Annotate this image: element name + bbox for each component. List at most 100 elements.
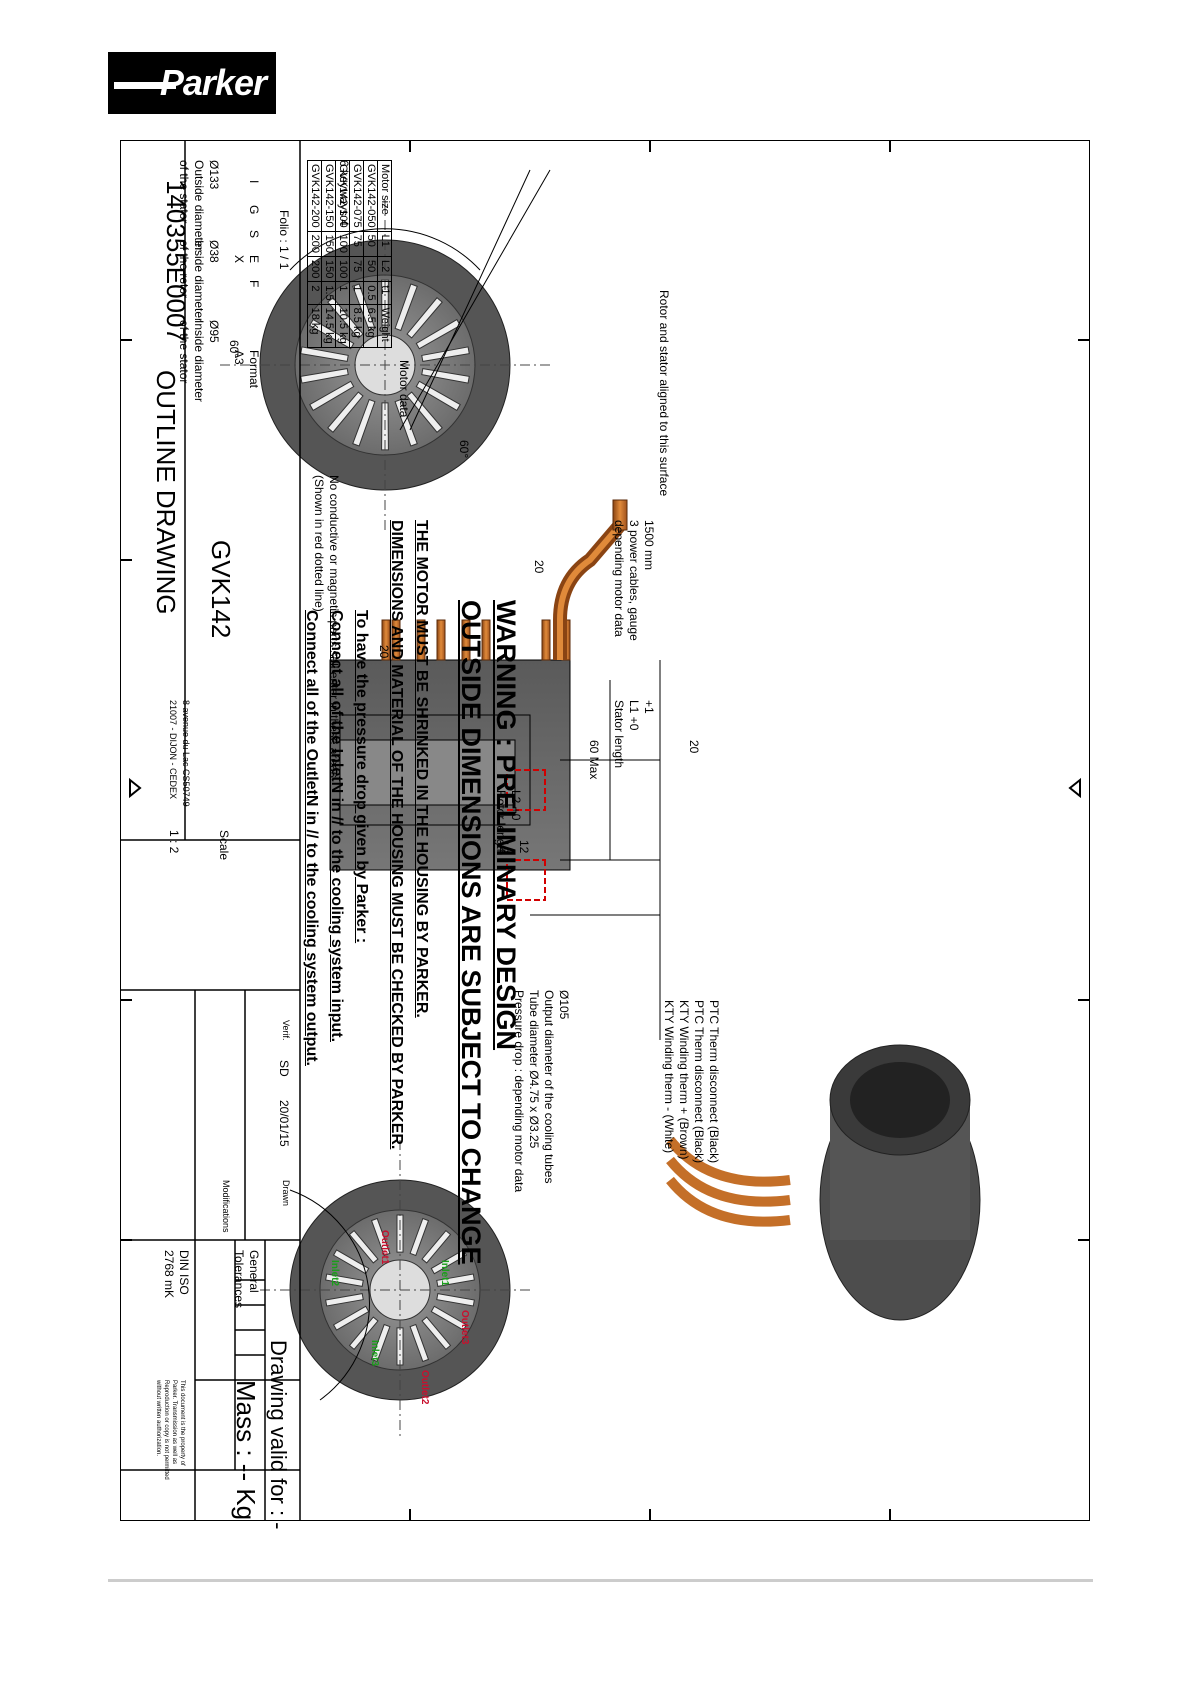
- table-cell: L2: [377, 256, 392, 282]
- dim-1500-label: 1500 mm: [642, 520, 656, 571]
- dim-20b: 20: [687, 740, 701, 754]
- rev-letter: F: [247, 280, 261, 288]
- d38-desc-1: Inside diameter: [192, 240, 206, 323]
- table-cell: L1: [377, 231, 392, 257]
- rev-letter: E: [247, 255, 261, 264]
- warning-line-3: THE MOTOR MUST BE SHRINKED IN THE HOUSIN…: [413, 520, 430, 1018]
- stator-slot: [332, 1305, 370, 1331]
- table-cell: Motor size: [377, 160, 392, 232]
- format-value: A3: [232, 350, 246, 365]
- l1-tol-label: L1 +0: [627, 700, 641, 731]
- table-cell: 150: [321, 256, 336, 282]
- mass-label: Mass : -- Kg: [231, 1380, 261, 1521]
- pressure-note-3: Connect all of the OutletN in // to the …: [303, 610, 320, 1066]
- plus1-label: +1: [642, 700, 656, 714]
- motor-3d-render: [666, 1044, 981, 1321]
- format-label: Format: [247, 350, 261, 389]
- part-number: 140355E0007: [161, 180, 191, 342]
- d95-label: Ø95: [207, 320, 221, 343]
- table-cell: GVK142-100: [335, 160, 350, 232]
- rev-letter: S: [247, 230, 261, 239]
- bottom-rule: [108, 1579, 1093, 1582]
- scale-label: Scale: [217, 830, 231, 861]
- drawing-canvas: Rotor and stator aligned to this surface…: [120, 140, 1090, 1530]
- table-cell: 14.5 kg: [321, 304, 336, 348]
- parker-logo: Parker: [108, 52, 276, 114]
- stator-slot: [300, 368, 349, 384]
- no-conductive-note-2: (Shown in red dotted line).: [312, 475, 326, 616]
- stator-slot: [325, 1293, 364, 1307]
- table-cell: 1.5: [321, 281, 336, 305]
- dim-20a: 20: [532, 560, 546, 574]
- stator-slot: [325, 1273, 364, 1287]
- table-cell: GVK142-200: [307, 160, 322, 232]
- kty-1: KTY Winding therm + (Brown): [677, 1000, 691, 1160]
- angle-60-inner: 60°: [457, 440, 471, 459]
- drawing-graphics: [120, 140, 1090, 1521]
- stator-slot: [409, 1323, 430, 1363]
- title-block: [120, 140, 301, 1521]
- stator-slot: [396, 1214, 404, 1253]
- ptc-1: PTC Therm disconnect (Black): [707, 1000, 721, 1164]
- rotor-stator-aligned-note: Rotor and stator aligned to this surface: [657, 290, 671, 497]
- stator-slot: [348, 1316, 379, 1351]
- stator-slot: [430, 1305, 468, 1331]
- property-note-2: Parker. Transmission as well as: [171, 1380, 177, 1465]
- outlet-label: Outlet1: [379, 1230, 390, 1265]
- table-cell: 50: [363, 231, 378, 257]
- table-cell: GVK142-075: [349, 160, 364, 232]
- table-cell: 75: [349, 231, 364, 257]
- d133-desc-1: Outside diameter: [192, 160, 206, 252]
- stator-slot: [352, 283, 376, 332]
- stator-slot: [436, 1293, 475, 1307]
- stator-slot: [327, 391, 364, 433]
- table-cell: 1: [335, 281, 350, 305]
- table-cell: 200: [307, 256, 322, 282]
- table-cell: Weight: [377, 304, 392, 348]
- power-cables-2: depending motor data: [612, 520, 626, 637]
- stator-slot: [348, 1229, 379, 1264]
- drawn-by: SD: [277, 1060, 291, 1077]
- inlet-label: Inlet2: [329, 1260, 340, 1287]
- verified-label: Verif.: [281, 1020, 291, 1041]
- stator-slot: [332, 1249, 370, 1275]
- stator-slot: [327, 297, 364, 339]
- warning-line-1: WARNING : PRELIMINARY DESIGN: [491, 600, 521, 1051]
- top-stator-view: [220, 169, 551, 530]
- d38-label: Ø38: [207, 240, 221, 263]
- stator-slot: [406, 297, 443, 339]
- stator-slot: [415, 380, 461, 412]
- address-1: 8 avenue du Lac CS50749: [181, 700, 191, 807]
- address-2: 21007 - DIJON - CEDEX: [168, 700, 178, 800]
- d133-label: Ø133: [207, 160, 221, 190]
- drawing-sheet: Rotor and stator aligned to this surface…: [120, 140, 1090, 1530]
- inlet-label: Inlet3: [369, 1340, 380, 1367]
- property-note-4: without written authorization.: [155, 1380, 161, 1457]
- power-cables-1: 3 power cables, gauge: [627, 520, 641, 641]
- pressure-note-1: To have the pressure drop given by Parke…: [353, 610, 370, 944]
- table-cell: 6.5 kg: [363, 304, 378, 348]
- tolerances-label: Tolerances: [232, 1250, 246, 1309]
- table-cell: 2: [307, 281, 322, 305]
- stator-slot: [309, 318, 355, 350]
- ptc-2: PTC Therm disconnect (Black): [692, 1000, 706, 1164]
- table-cell: 10.5 kg: [335, 304, 350, 348]
- stator-slot: [352, 398, 376, 447]
- motor-data-title: Motor data: [397, 360, 411, 418]
- stator-slot: [370, 1217, 391, 1257]
- tube-diam-label: Tube diameter Ø4.75 x Ø3.25: [527, 990, 541, 1149]
- stator-slot: [409, 1217, 430, 1257]
- stator-slot: [430, 1249, 468, 1275]
- kty-2: KTY Winding therm - (White): [662, 1000, 676, 1154]
- property-note-3: Reproduction or copy is not permitted: [163, 1380, 169, 1480]
- output-diam-label: Output diameter of the cooling tubes: [542, 990, 556, 1184]
- scale-value: 1 : 2: [167, 830, 181, 854]
- stator-slot: [300, 346, 349, 362]
- table-cell: 200: [307, 231, 322, 257]
- table-row: Motor size L1 L2 t1 Weight: [377, 160, 392, 348]
- drawing-valid-label: Drawing valid for : -: [266, 1340, 291, 1530]
